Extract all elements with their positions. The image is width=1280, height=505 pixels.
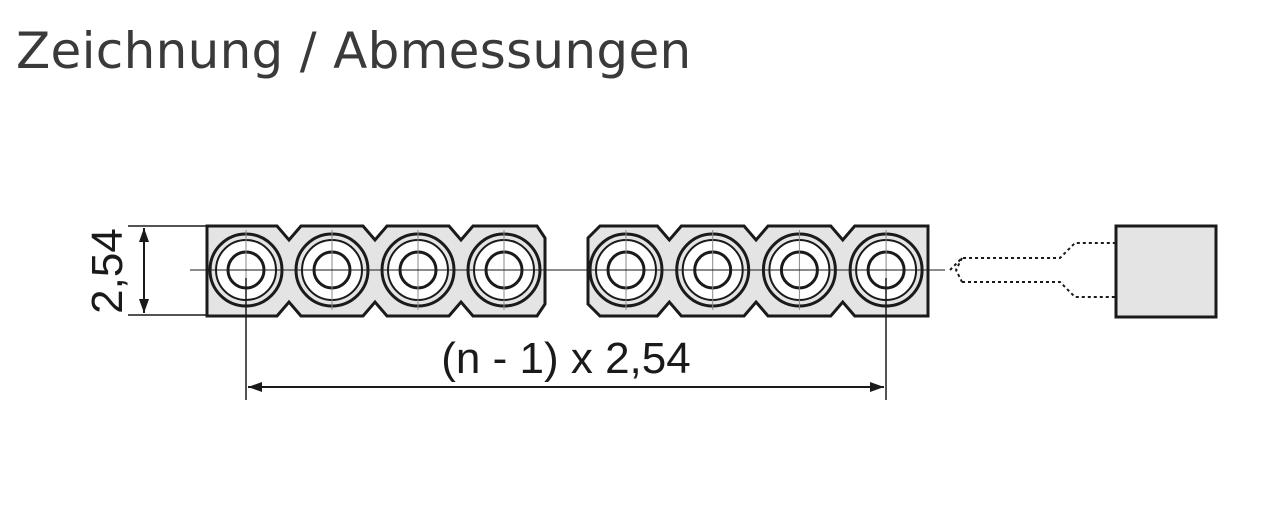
side-view: [949, 224, 1218, 319]
length-dimension: (n - 1) x 2,54: [245, 278, 887, 400]
height-dimension: 2,54: [83, 225, 208, 316]
length-dimension-label: (n - 1) x 2,54: [441, 334, 690, 383]
strip-body: [205, 224, 547, 318]
socket-strip-right: [586, 224, 930, 318]
side-view-body: [1114, 224, 1218, 319]
side-view-pin-outline: [949, 242, 1115, 298]
height-dimension-label: 2,54: [83, 228, 132, 314]
page-title: Zeichnung / Abmessungen: [16, 22, 692, 80]
strip-body: [586, 224, 930, 318]
socket-strip-left: [205, 224, 547, 318]
